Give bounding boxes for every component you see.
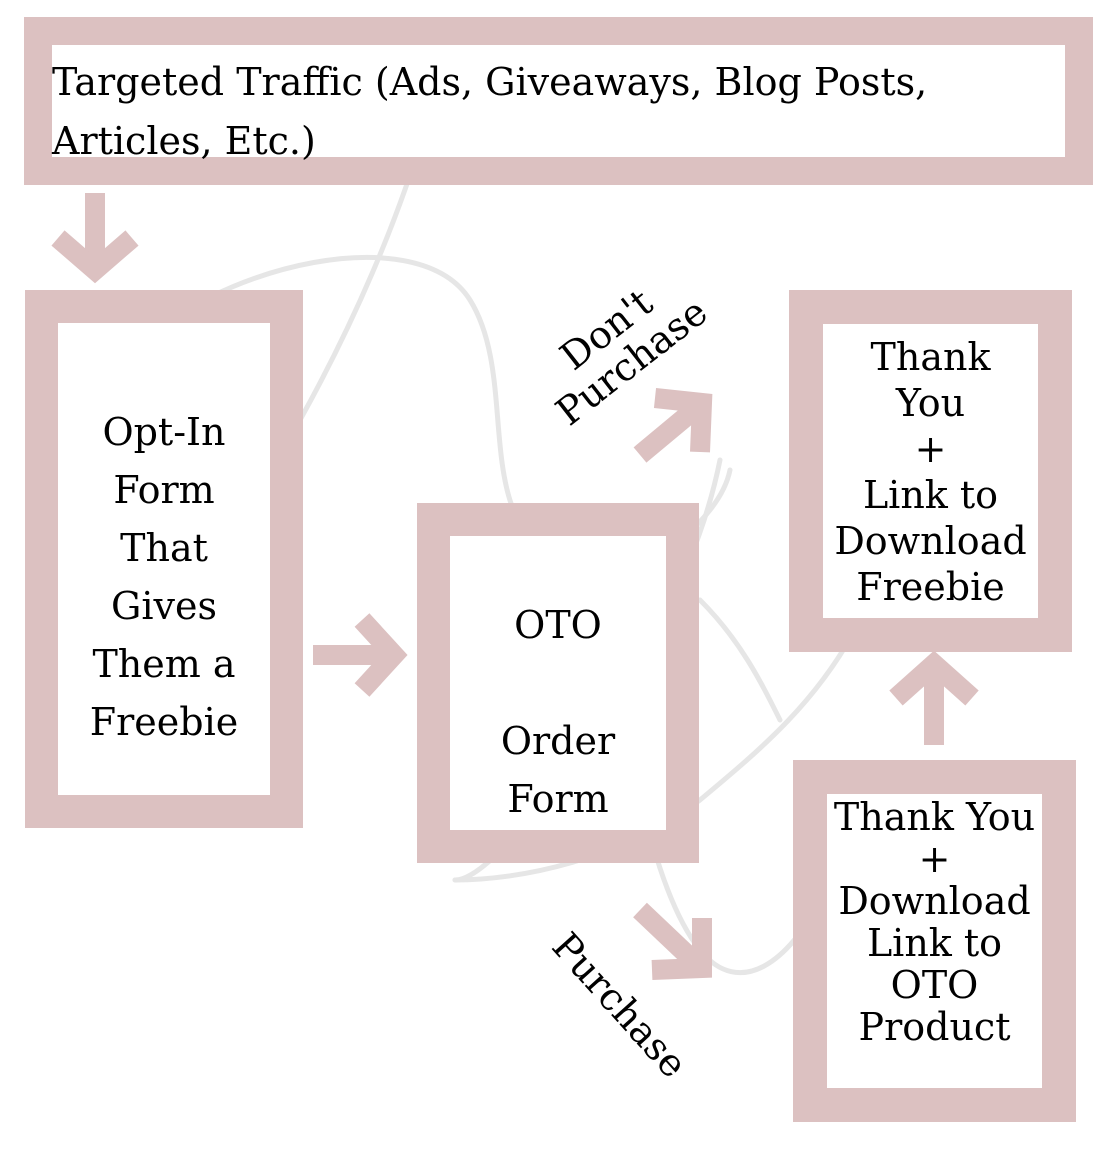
thankyou-freebie-text: Thank You + Link to Download Freebie	[823, 334, 1038, 610]
oto-text: OTO Order Form	[450, 596, 666, 828]
oto-line: Form	[507, 777, 609, 821]
thankyou-freebie-line: Link to	[862, 473, 999, 517]
thankyou-oto-line: Link to	[866, 921, 1003, 965]
thankyou-oto-line: Download	[838, 879, 1031, 923]
thankyou-freebie-line: Freebie	[856, 565, 1005, 609]
optin-line: Form	[113, 468, 215, 512]
arrow-up-icon	[889, 650, 979, 745]
optin-line: Freebie	[89, 700, 239, 744]
optin-line: That	[120, 526, 208, 570]
thankyou-oto-box: Thank You + Download Link to OTO Product	[793, 760, 1076, 1122]
optin-line: Gives	[111, 584, 217, 628]
arrow-down-icon	[51, 193, 139, 284]
thankyou-freebie-line: Download	[834, 519, 1027, 563]
thankyou-freebie-line: Thank	[870, 335, 991, 379]
arrow-right-icon	[313, 613, 408, 697]
oto-line: OTO	[514, 603, 602, 647]
thankyou-freebie-line: You	[895, 381, 966, 425]
thankyou-oto-line: Thank You	[833, 795, 1036, 839]
optin-box: Opt-In Form That Gives Them a Freebie	[25, 290, 303, 828]
optin-line: Opt-In	[102, 410, 226, 454]
thankyou-freebie-box: Thank You + Link to Download Freebie	[789, 290, 1072, 652]
oto-box: OTO Order Form	[417, 503, 699, 863]
thankyou-oto-line: +	[918, 837, 951, 881]
optin-line: Them a	[92, 642, 236, 686]
arrow-up-right-icon	[633, 388, 713, 463]
arrow-down-right-icon	[633, 902, 712, 980]
thankyou-oto-line: OTO	[890, 963, 979, 1007]
traffic-box: Targeted Traffic (Ads, Giveaways, Blog P…	[24, 17, 1093, 185]
oto-line: Order	[500, 719, 616, 763]
thankyou-oto-line: Product	[858, 1005, 1011, 1049]
optin-text: Opt-In Form That Gives Them a Freebie	[58, 403, 270, 751]
thankyou-oto-text: Thank You + Download Link to OTO Product	[821, 796, 1048, 1048]
traffic-text: Targeted Traffic (Ads, Giveaways, Blog P…	[52, 60, 928, 163]
thankyou-freebie-line: +	[914, 427, 947, 471]
